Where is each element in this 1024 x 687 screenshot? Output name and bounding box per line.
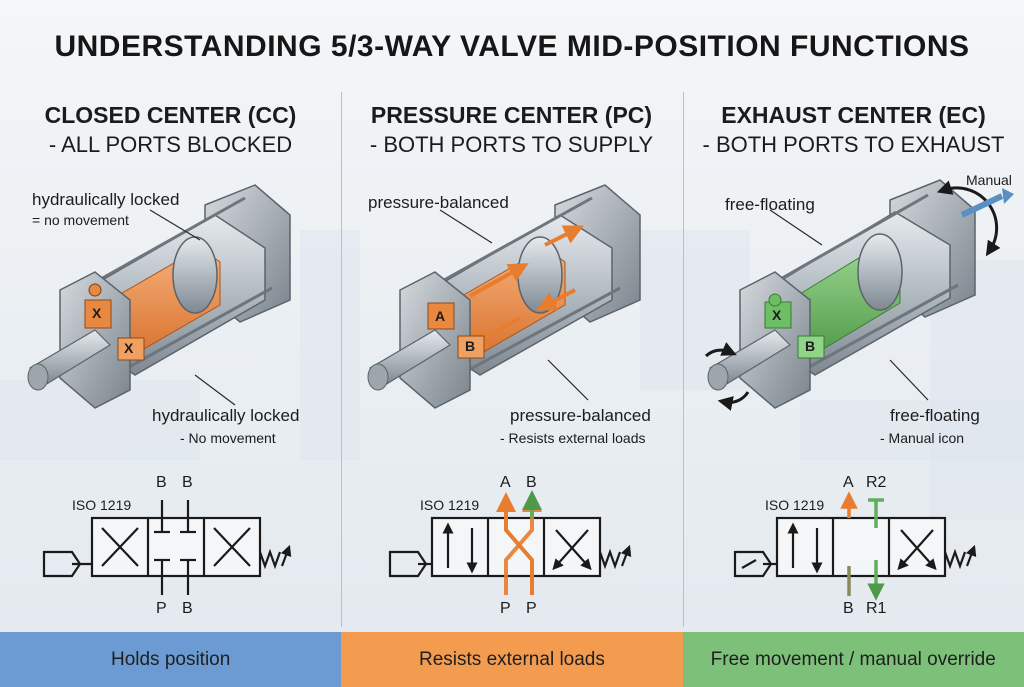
column-divider-2 <box>683 92 684 627</box>
port-pressure-top-b: B <box>526 474 537 491</box>
background-machine-left <box>300 230 360 460</box>
footer-bar-closed-center: Holds position <box>0 632 342 687</box>
exhaust-port-paths <box>840 491 885 601</box>
iso-label-exhaust: ISO 1219 <box>765 497 825 513</box>
iso-label-closed: ISO 1219 <box>72 497 132 513</box>
port-exhaust-top-r2: R2 <box>866 474 887 491</box>
callout-pressure-bottom: pressure-balanced <box>510 406 651 425</box>
iso-symbol-closed-center <box>42 500 292 595</box>
tag-closed-port-2: X <box>124 340 134 356</box>
column-heading-pressure-center: PRESSURE CENTER (PC) - BOTH PORTS TO SUP… <box>341 100 682 160</box>
port-pressure-bottom-p1: P <box>500 600 511 617</box>
callout-closed-bottom: hydraulically locked <box>152 406 300 425</box>
port-closed-top-2: B <box>182 474 193 491</box>
port-closed-bottom-2: B <box>182 600 193 617</box>
background-bench-right <box>800 400 1024 460</box>
column-divider-1 <box>341 92 342 627</box>
iso-label-pressure: ISO 1219 <box>420 497 480 513</box>
tag-exhaust-port-b: B <box>805 338 816 354</box>
iso-symbol-exhaust-center <box>733 516 977 578</box>
callout-closed-bottom-sub: - No movement <box>180 430 276 446</box>
callout-exhaust-top: free-floating <box>725 195 815 214</box>
column-heading-exhaust-center: EXHAUST CENTER (EC) - BOTH PORTS TO EXHA… <box>683 100 1024 160</box>
footer-bar-exhaust-center: Free movement / manual override <box>682 632 1024 687</box>
column-heading-closed-center: CLOSED CENTER (CC) - ALL PORTS BLOCKED <box>0 100 341 160</box>
port-closed-top-1: B <box>156 474 167 491</box>
footer-label-pressure-center: Resists external loads <box>419 648 605 670</box>
port-exhaust-bottom-r1: R1 <box>866 600 887 617</box>
callout-pressure-top: pressure-balanced <box>368 193 509 212</box>
pressure-crossover-paths <box>496 490 542 595</box>
callout-closed-top-sub: = no movement <box>32 212 129 228</box>
cylinder-closed-center <box>27 184 291 409</box>
subheading-closed-center: - ALL PORTS BLOCKED <box>48 132 293 157</box>
subheading-pressure-center: - BOTH PORTS TO SUPPLY <box>369 132 654 157</box>
footer-bar-pressure-center: Resists external loads <box>341 632 683 687</box>
heading-pressure-center: PRESSURE CENTER (PC) <box>370 102 653 128</box>
port-exhaust-bottom-b: B <box>843 600 854 617</box>
callout-closed-top: hydraulically locked <box>32 190 180 209</box>
tag-pressure-port-b: B <box>465 338 476 354</box>
callout-manual: Manual <box>966 172 1012 188</box>
callout-exhaust-bottom-sub: - Manual icon <box>880 430 965 446</box>
callout-exhaust-bottom: free-floating <box>890 406 980 425</box>
port-closed-bottom-1: P <box>156 600 167 617</box>
iso-symbol-pressure-center <box>388 516 632 578</box>
cylinder-exhaust-center <box>704 179 1014 411</box>
page-title: UNDERSTANDING 5/3-WAY VALVE MID-POSITION… <box>54 30 970 63</box>
tag-pressure-port-a: A <box>435 308 446 324</box>
subheading-exhaust-center: - BOTH PORTS TO EXHAUST <box>702 132 1005 157</box>
heading-exhaust-center: EXHAUST CENTER (EC) <box>721 102 986 128</box>
port-pressure-bottom-p2: P <box>526 600 537 617</box>
callout-leaders <box>149 209 929 406</box>
footer-label-closed-center: Holds position <box>110 648 231 670</box>
callout-pressure-bottom-sub: - Resists external loads <box>500 430 646 446</box>
footer-label-exhaust-center: Free movement / manual override <box>710 648 996 670</box>
heading-closed-center: CLOSED CENTER (CC) <box>44 102 297 128</box>
tag-closed-port-1: X <box>92 305 102 321</box>
port-exhaust-top-a: A <box>843 474 854 491</box>
tag-exhaust-port-1: X <box>772 307 782 323</box>
cylinder-pressure-center <box>367 184 641 409</box>
port-pressure-top-a: A <box>500 474 511 491</box>
